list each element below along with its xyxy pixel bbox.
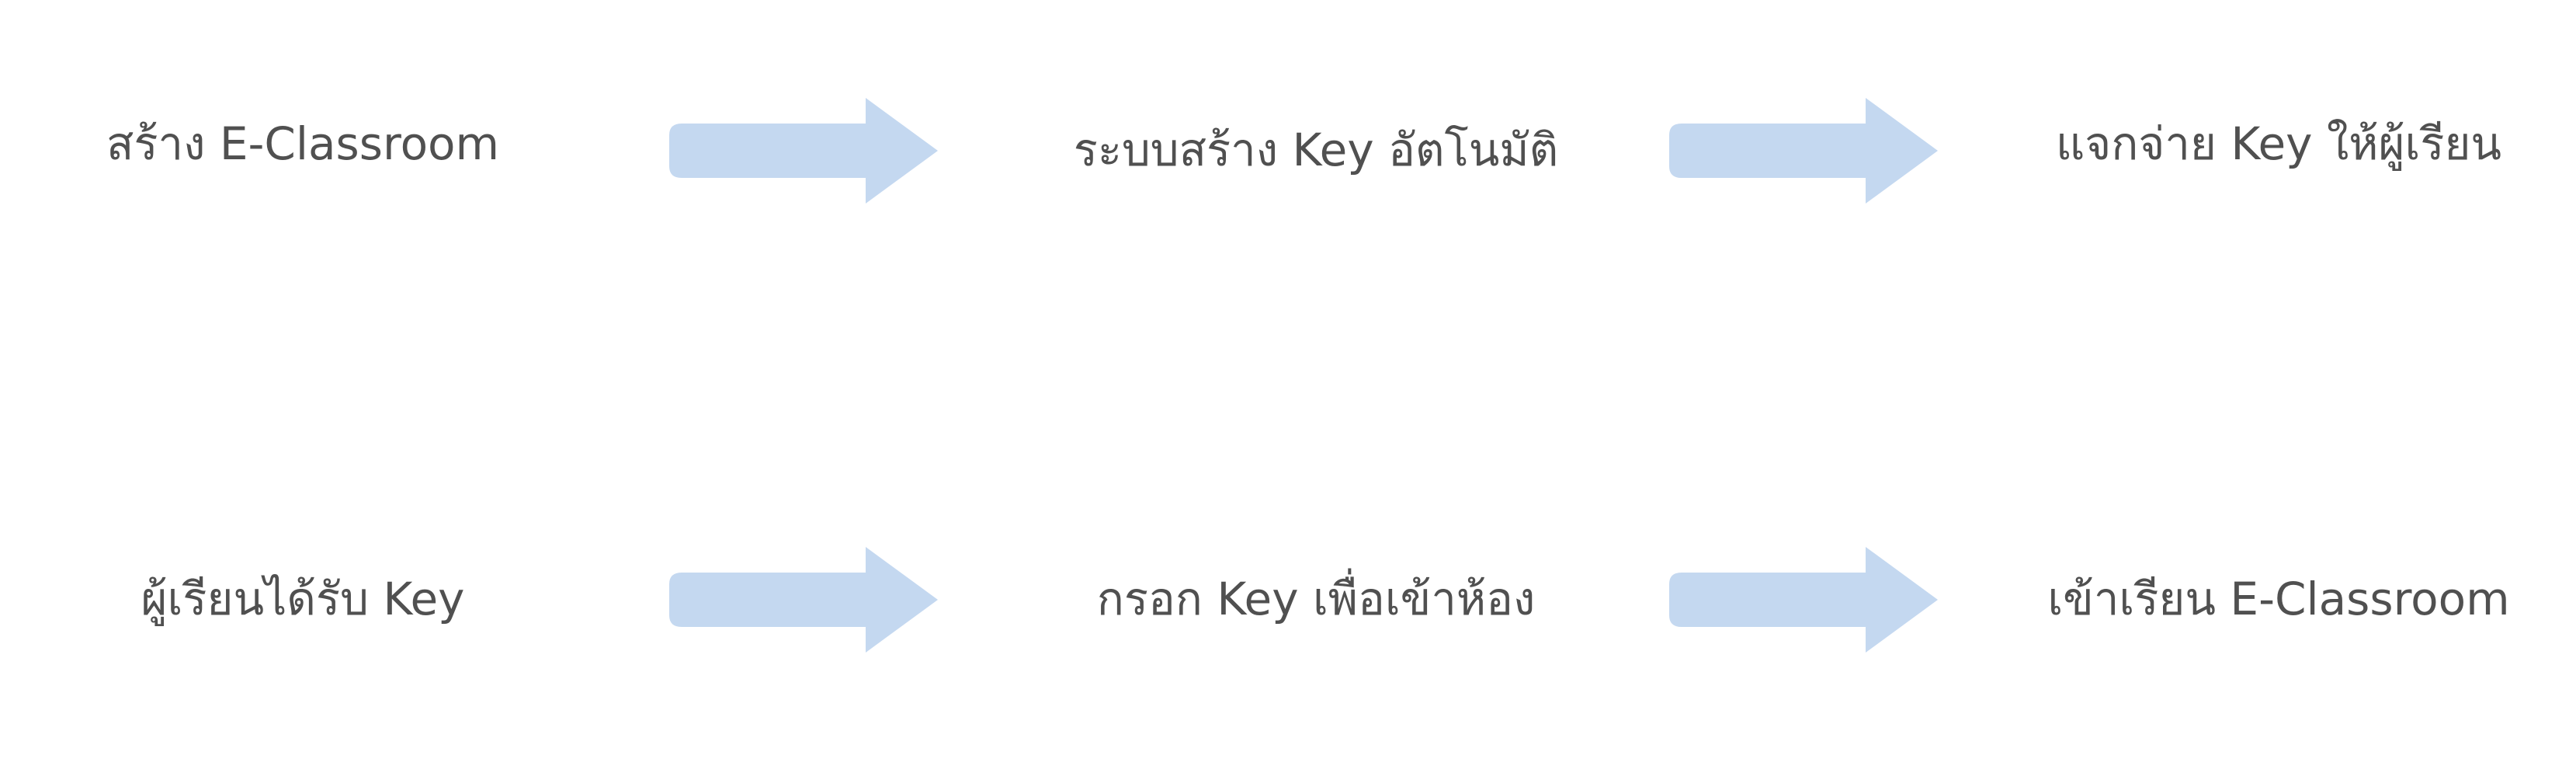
right-arrow-icon — [1668, 545, 1939, 654]
step-student-receives-key: ผู้เรียนได้รับ Key — [141, 573, 465, 625]
flow-row-teacher: สร้าง E-Classroom ระบบสร้าง Key อัตโนมัต… — [0, 92, 2576, 208]
right-arrow-icon — [668, 96, 939, 205]
flow-row-student: ผู้เรียนได้รับ Key กรอก Key เพื่อเข้าห้อ… — [0, 541, 2576, 657]
step-enter-key: กรอก Key เพื่อเข้าห้อง — [1096, 573, 1536, 625]
step-distribute-key: แจกจ่าย Key ให้ผู้เรียน — [2055, 117, 2502, 170]
step-create-eclassroom: สร้าง E-Classroom — [106, 117, 500, 170]
right-arrow-icon — [668, 545, 939, 654]
step-join-eclassroom: เข้าเรียน E-Classroom — [2047, 573, 2510, 625]
right-arrow-icon — [1668, 96, 1939, 205]
step-auto-generate-key: ระบบสร้าง Key อัตโนมัติ — [1073, 124, 1559, 176]
